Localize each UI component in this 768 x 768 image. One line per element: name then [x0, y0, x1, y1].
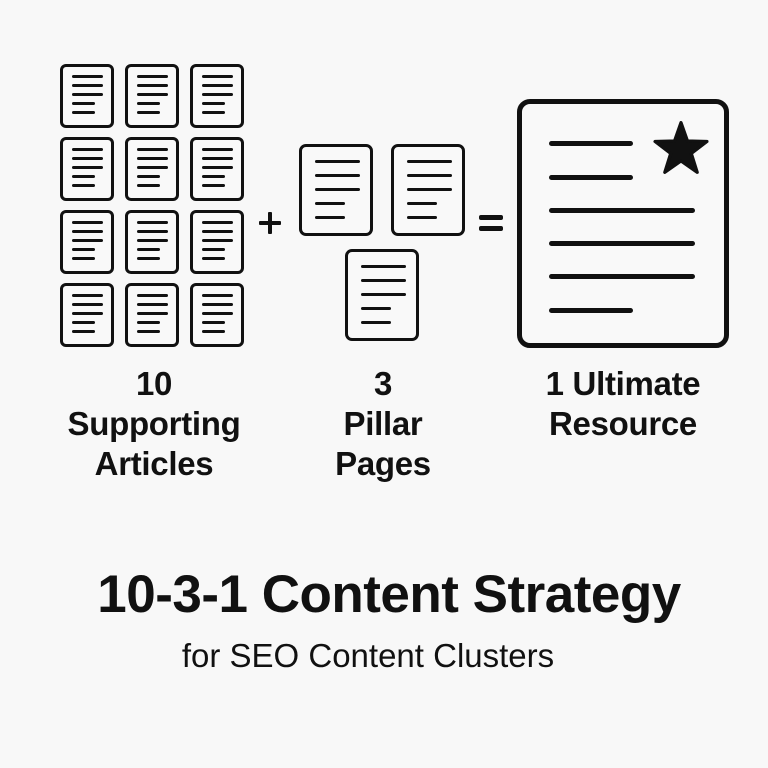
label-count: 3: [373, 365, 393, 402]
document-icon: [125, 137, 179, 201]
document-icon: [60, 64, 114, 128]
document-icon: [190, 64, 244, 128]
document-icon: [60, 137, 114, 201]
label-line: Pages: [335, 445, 431, 482]
pillar-pages-label: 3 Pillar Pages: [283, 364, 483, 484]
supporting-articles-label: 10 Supporting Articles: [54, 364, 254, 484]
label-line: Supporting: [67, 405, 241, 442]
label-line: Pillar: [343, 405, 423, 442]
starred-document-icon: [517, 99, 729, 348]
ultimate-resource-label: 1 Ultimate Resource: [518, 364, 728, 444]
plus-icon: [259, 212, 281, 234]
document-icon: [125, 283, 179, 347]
star-icon: [653, 121, 709, 174]
document-icon: [125, 210, 179, 274]
label-line: 1 Ultimate: [545, 365, 701, 402]
document-icon: [190, 210, 244, 274]
document-icon: [60, 210, 114, 274]
document-icon: [345, 249, 419, 341]
subtitle-wrapper: for SEO Content Clusters: [0, 636, 768, 676]
document-icon: [190, 283, 244, 347]
document-icon: [60, 283, 114, 347]
page-subtitle: for SEO Content Clusters: [181, 637, 555, 674]
document-icon: [190, 137, 244, 201]
title-wrapper: 10-3-1 Content Strategy: [0, 564, 768, 626]
document-icon: [391, 144, 465, 236]
page-title: 10-3-1 Content Strategy: [97, 565, 681, 624]
equals-icon: [479, 215, 503, 232]
label-count: 10: [135, 365, 173, 402]
label-line: Articles: [94, 445, 214, 482]
document-icon: [299, 144, 373, 236]
document-icon: [125, 64, 179, 128]
label-line: Resource: [548, 405, 697, 442]
